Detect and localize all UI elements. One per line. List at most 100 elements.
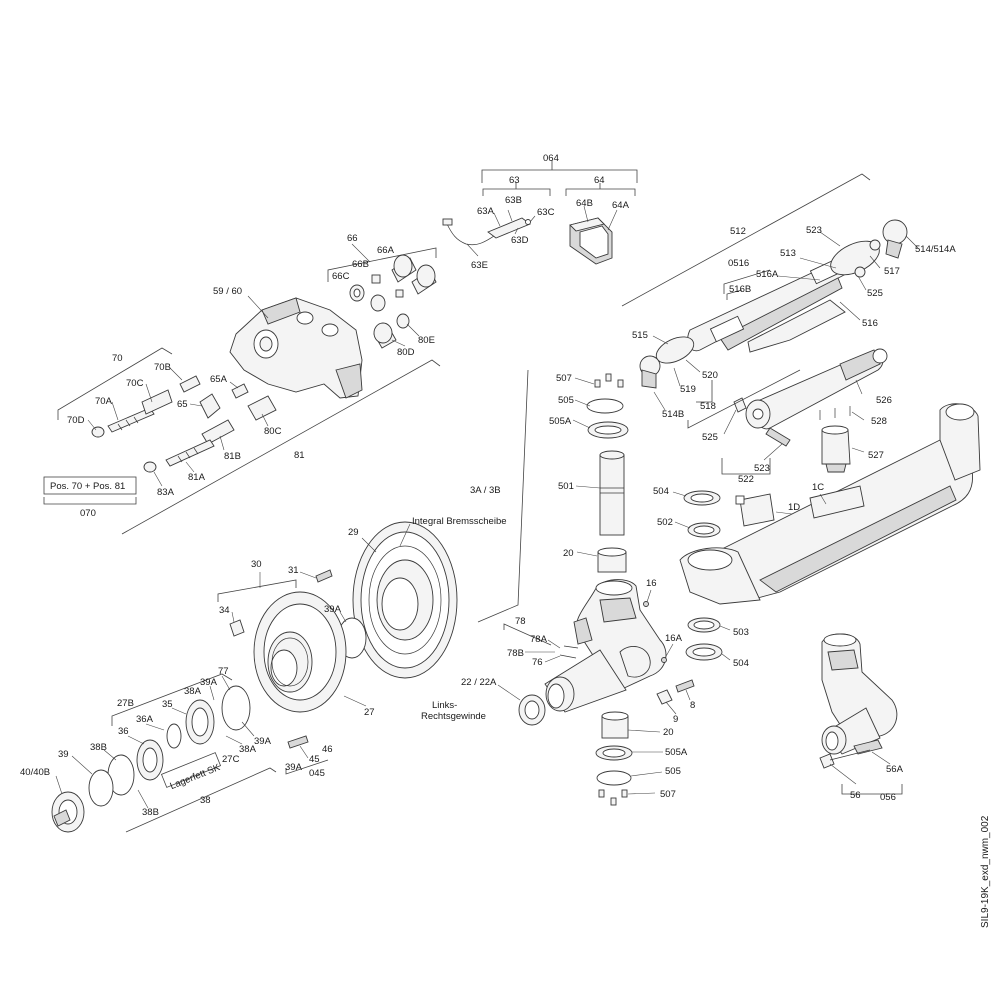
right-knuckle: [819, 633, 903, 795]
nut-525: [733, 397, 747, 413]
axle-bracket-1C: [809, 485, 865, 519]
label-8: 8: [690, 700, 695, 711]
label-76: 76: [532, 657, 543, 668]
seal-39A-b: [221, 685, 251, 731]
kingpin-stack: [572, 373, 731, 806]
bracket-78: [503, 623, 552, 646]
label-505A-bottom: 505A: [665, 747, 688, 758]
bolt-45: [287, 735, 309, 749]
label-507-top: 507: [556, 373, 572, 384]
cover-505: [586, 398, 624, 414]
cap-80E: [396, 313, 410, 329]
label-70C: 70C: [126, 378, 144, 389]
label-40-40B: 40/40B: [20, 767, 50, 778]
screws-507-top: [594, 373, 624, 388]
label-80D: 80D: [397, 347, 415, 358]
wheel-stud: [315, 569, 333, 583]
bracket-64: [565, 188, 636, 196]
label-77: 77: [218, 666, 229, 677]
label-65A: 65A: [210, 374, 228, 385]
knuckle-flange: [619, 645, 651, 678]
label-66B: 66B: [352, 259, 369, 270]
label-78: 78: [515, 616, 526, 627]
hub-group: [217, 569, 367, 713]
bracket-512: [621, 173, 871, 307]
label-38B-bottom: 38B: [142, 807, 159, 818]
label-38A-top: 38A: [184, 686, 202, 697]
pos-box: [43, 476, 137, 495]
label-070: 070: [80, 508, 96, 519]
label-515: 515: [632, 330, 648, 341]
label-66A: 66A: [377, 245, 395, 256]
label-39: 39: [58, 749, 69, 760]
bracket-045: [285, 759, 329, 775]
label-29: 29: [348, 527, 359, 538]
bearing-group: [51, 673, 329, 833]
label-39A-mid: 39A: [200, 677, 218, 688]
label-36: 36: [118, 726, 129, 737]
brake-pad-group: [442, 160, 638, 265]
wheel-nut: [229, 619, 245, 637]
label-78A: 78A: [530, 634, 548, 645]
label-45: 45: [309, 754, 320, 765]
label-64: 64: [594, 175, 605, 186]
steering-damper-group: [687, 348, 888, 475]
label-34: 34: [219, 605, 230, 616]
label-516B: 516B: [729, 284, 751, 295]
bracket-81: [121, 359, 441, 535]
washer-83A: [143, 461, 157, 473]
label-70B: 70B: [154, 362, 171, 373]
label-518: 518: [700, 401, 716, 412]
label-80E: 80E: [418, 335, 435, 346]
plug-65: [199, 393, 221, 419]
label-64B: 64B: [576, 198, 593, 209]
label-36A: 36A: [136, 714, 154, 725]
label-517: 517: [884, 266, 900, 277]
label-528: 528: [871, 416, 887, 427]
washer-70D: [91, 426, 105, 438]
lagerfett-box: [160, 752, 222, 788]
label-70D: 70D: [67, 415, 85, 426]
label-501: 501: [558, 481, 574, 492]
label-20-top: 20: [563, 548, 574, 559]
label-64A: 64A: [612, 200, 630, 211]
bushing-80C: [247, 395, 277, 421]
bracket-27B: [111, 673, 233, 726]
label-523-top: 523: [806, 225, 822, 236]
label-56: 56: [850, 790, 861, 801]
label-1C: 1C: [812, 482, 824, 493]
wear-sensor-cable: [446, 223, 495, 246]
label-056: 056: [880, 792, 896, 803]
bracket-070: [43, 497, 137, 505]
labels: 064 63 64 63B 63A 63C 63D 63E 64B 64A 66…: [20, 153, 991, 928]
label-63C: 63C: [537, 207, 555, 218]
bracket-63: [482, 188, 551, 196]
label-83A: 83A: [157, 487, 175, 498]
label-522: 522: [738, 474, 754, 485]
label-81: 81: [294, 450, 305, 461]
label-70: 70: [112, 353, 123, 364]
label-505-bottom: 505: [665, 766, 681, 777]
bracket-3A3B: [477, 369, 529, 623]
seal-39: [88, 769, 114, 807]
cover-505-bottom: [596, 770, 632, 786]
bolt-81A: [165, 439, 215, 467]
bracket-70: [57, 347, 173, 420]
label-63A: 63A: [477, 206, 495, 217]
label-56A: 56A: [886, 764, 904, 775]
steering-knuckle: [497, 579, 695, 726]
brake-pad-front: [579, 225, 609, 259]
label-516: 516: [862, 318, 878, 329]
damper-eye: [872, 348, 888, 364]
label-045: 045: [309, 768, 325, 779]
sensor-plug: [442, 218, 453, 226]
nut-9: [656, 689, 673, 705]
label-39A-bottom: 39A: [285, 762, 303, 773]
label-63B: 63B: [505, 195, 522, 206]
label-1D: 1D: [788, 502, 800, 513]
ball-joint-cap: [882, 219, 908, 245]
label-3A-3B: 3A / 3B: [470, 485, 501, 496]
label-links: Links-: [432, 700, 457, 711]
